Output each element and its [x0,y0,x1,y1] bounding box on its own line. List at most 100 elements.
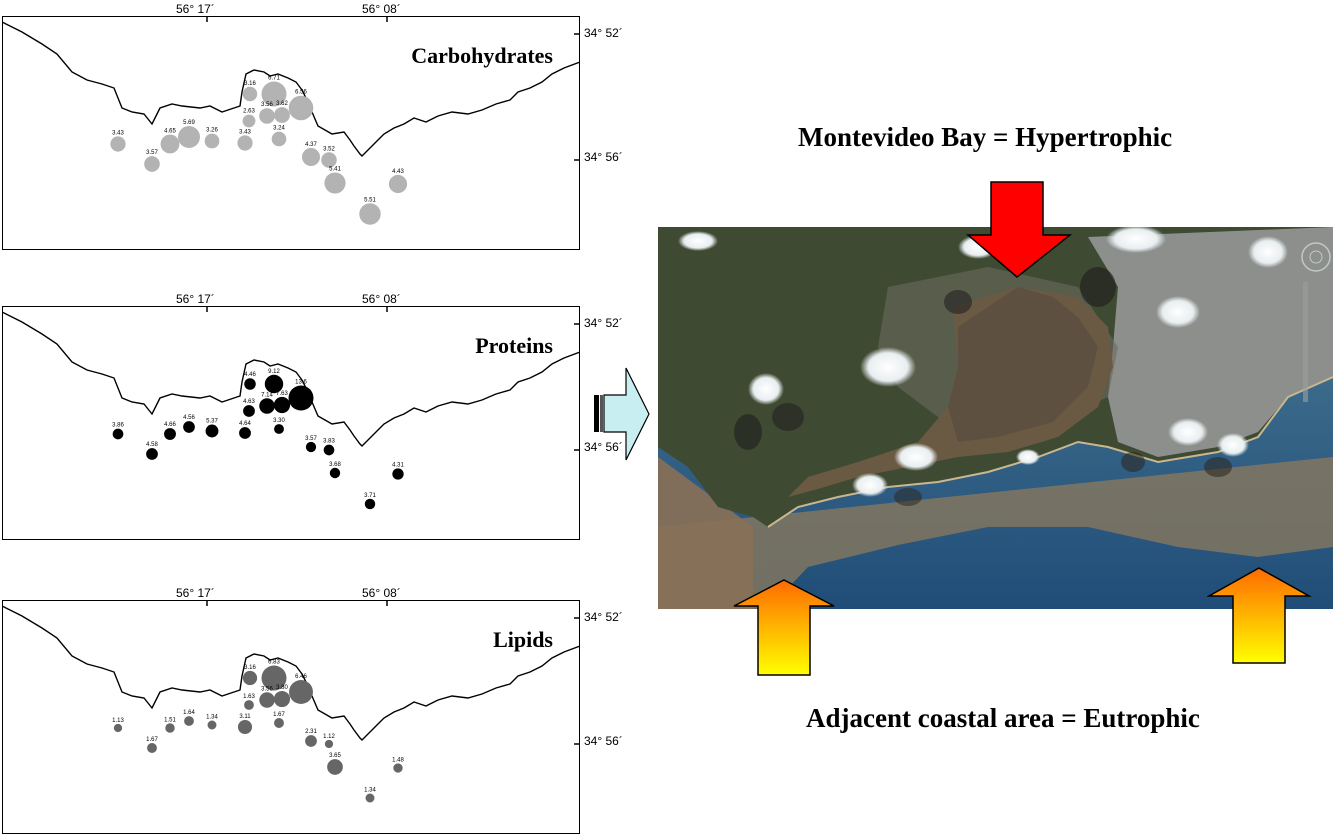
station-label: 1.34 [364,787,376,793]
station-label: 9.12 [268,368,280,374]
station-label: 3.65 [329,753,341,759]
station-bubble [112,428,123,439]
station-bubble [264,374,283,393]
station-bubble [261,665,286,690]
station-bubble [238,426,251,439]
station-label: 1.13 [112,717,124,723]
station-bubble [182,420,195,433]
station-label: 7.63 [276,390,288,396]
station-label: 6.71 [268,75,280,81]
station-bubble [258,107,275,124]
station-label: 3.16 [244,664,256,670]
headline-eutrophic: Adjacent coastal area = Eutrophic [806,703,1200,733]
station-bubble [392,762,403,773]
station-label: 3.57 [146,150,158,156]
coastline [1,20,580,157]
station-bubble [242,86,257,101]
station-bubble [164,722,175,733]
station-label: 1.67 [273,712,285,718]
station-bubble [273,396,290,413]
station-label: 3.16 [244,80,256,86]
station-bubble [273,717,284,728]
station-label: 3.80 [276,684,288,690]
station-bubble [113,723,122,732]
tick-label-lon-left: 56° 17´ [176,292,215,306]
station-bubble [204,133,219,148]
station-label: 4.43 [392,168,404,174]
station-bubble [143,155,160,172]
station-label: 3.52 [323,146,335,152]
station-label: 1.67 [146,737,158,743]
station-bubble [258,397,275,414]
station-label: 1.51 [164,717,176,723]
station-label: 5.41 [329,166,341,172]
station-bubble [365,793,374,802]
station-bubble [288,95,313,120]
station-label: 1.48 [392,757,404,763]
station-bubble [146,742,157,753]
station-label: 4.56 [183,415,195,421]
tick-label-lat-top: 34° 52´ [584,26,623,40]
station-label: 4.46 [244,372,256,378]
station-bubble [261,81,286,106]
station-bubble [358,202,381,225]
tick-label-lat-top: 34° 52´ [584,610,623,624]
station-label: 3.57 [305,435,317,441]
tick-label-lon-right: 56° 08´ [362,2,401,16]
tick-label-lat-top: 34° 52´ [584,316,623,330]
station-bubble [273,690,290,707]
station-bubble [288,679,313,704]
station-label: 6.46 [295,674,307,680]
station-label: 3.26 [206,127,218,133]
station-bubble [243,377,256,390]
station-bubble [205,424,218,437]
station-bubble [177,125,200,148]
station-bubble [304,734,317,747]
station-label: 3.71 [364,492,376,498]
station-label: 4.31 [392,462,404,468]
station-label: 1.64 [183,710,195,716]
connector-arrow-icon [594,367,650,461]
station-label: 4.66 [164,422,176,428]
station-bubble [271,131,286,146]
station-bubble [305,441,316,452]
station-bubble [301,147,320,166]
station-label: 4.63 [243,399,255,405]
station-label: 4.65 [164,128,176,134]
station-label: 3.56 [261,102,273,108]
coastline [1,310,580,447]
station-bubble [273,423,284,434]
station-label: 3.83 [323,438,335,444]
station-label: 4.58 [146,442,158,448]
station-label: 2.31 [305,729,317,735]
station-bubble [258,691,275,708]
station-bubble [324,739,333,748]
station-label: 3.43 [112,130,124,136]
station-bubble [160,134,179,153]
station-label: 5.69 [183,120,195,126]
station-bubble [236,134,253,151]
station-bubble [326,758,343,775]
eutrophic-arrow-right-icon [1207,567,1312,664]
station-label: 7.14 [261,392,273,398]
station-label: 3.11 [239,713,251,719]
tick-label-lat-bottom: 34° 56´ [584,440,623,454]
station-label: 3.62 [276,101,288,107]
station-label: 3.68 [329,461,341,467]
station-bubble [323,171,346,194]
station-label: 3.86 [112,422,124,428]
headline-hypertrophic: Montevideo Bay = Hypertrophic [798,122,1173,152]
station-bubble [391,467,404,480]
tick-label-lon-left: 56° 17´ [176,586,215,600]
station-bubble [364,498,375,509]
station-bubble [109,135,126,152]
station-label: 3.56 [261,686,273,692]
hypertrophic-arrow-icon [966,181,1073,278]
station-bubble [243,699,254,710]
station-bubble [242,670,257,685]
station-bubble [207,720,216,729]
